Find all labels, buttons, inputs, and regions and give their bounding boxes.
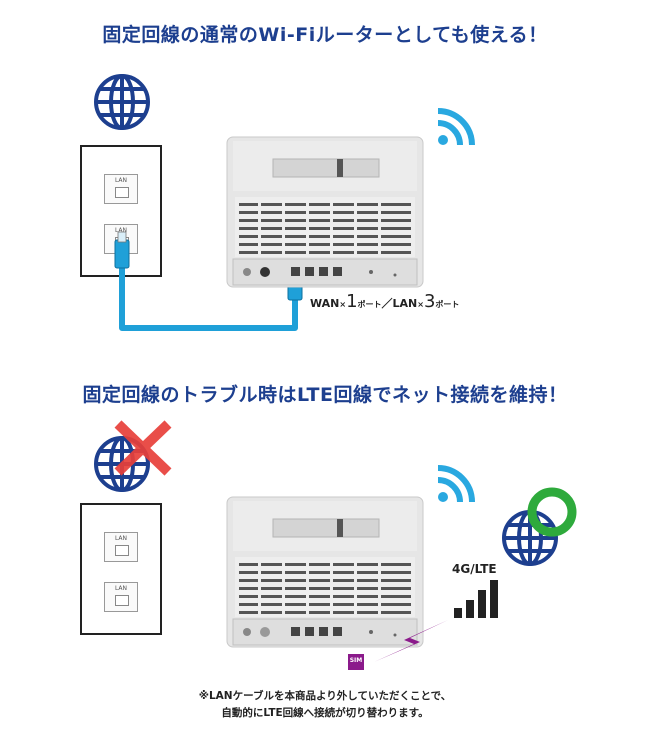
router: [226, 136, 424, 288]
note-line-1: ※LANケーブルを本商品より外していただくことで、: [198, 690, 452, 702]
wifi-icon: [437, 465, 475, 503]
globe-icon: [94, 74, 150, 130]
note: ※LANケーブルを本商品より外していただくことで、 自動的にLTE回線へ接続が切…: [0, 688, 650, 722]
section2-title: 固定回線のトラブル時はLTE回線でネット接続を維持！: [82, 384, 568, 406]
section1-title: 固定回線の通常のWi-Fiルーターとしても使える！: [102, 24, 548, 46]
globe-connected-icon: [502, 487, 577, 566]
lan-socket: LAN: [104, 174, 138, 204]
lan-socket: LAN: [104, 582, 138, 612]
globe-disconnected-icon: [94, 420, 172, 492]
note-line-2: 自動的にLTE回線へ接続が切り替わります。: [221, 707, 429, 719]
lte-label: 4G/LTE: [452, 562, 497, 576]
lightning-icon: [374, 620, 448, 662]
signal-strength-icon: [454, 580, 498, 618]
wall-plate: LAN LAN: [80, 503, 162, 635]
lan-socket: LAN: [104, 532, 138, 562]
wifi-icon: [437, 108, 475, 146]
sim-card-icon: SIM: [348, 654, 364, 670]
port-label: WAN×1ポート／LAN×3ポート: [310, 291, 460, 312]
router: [226, 496, 424, 648]
